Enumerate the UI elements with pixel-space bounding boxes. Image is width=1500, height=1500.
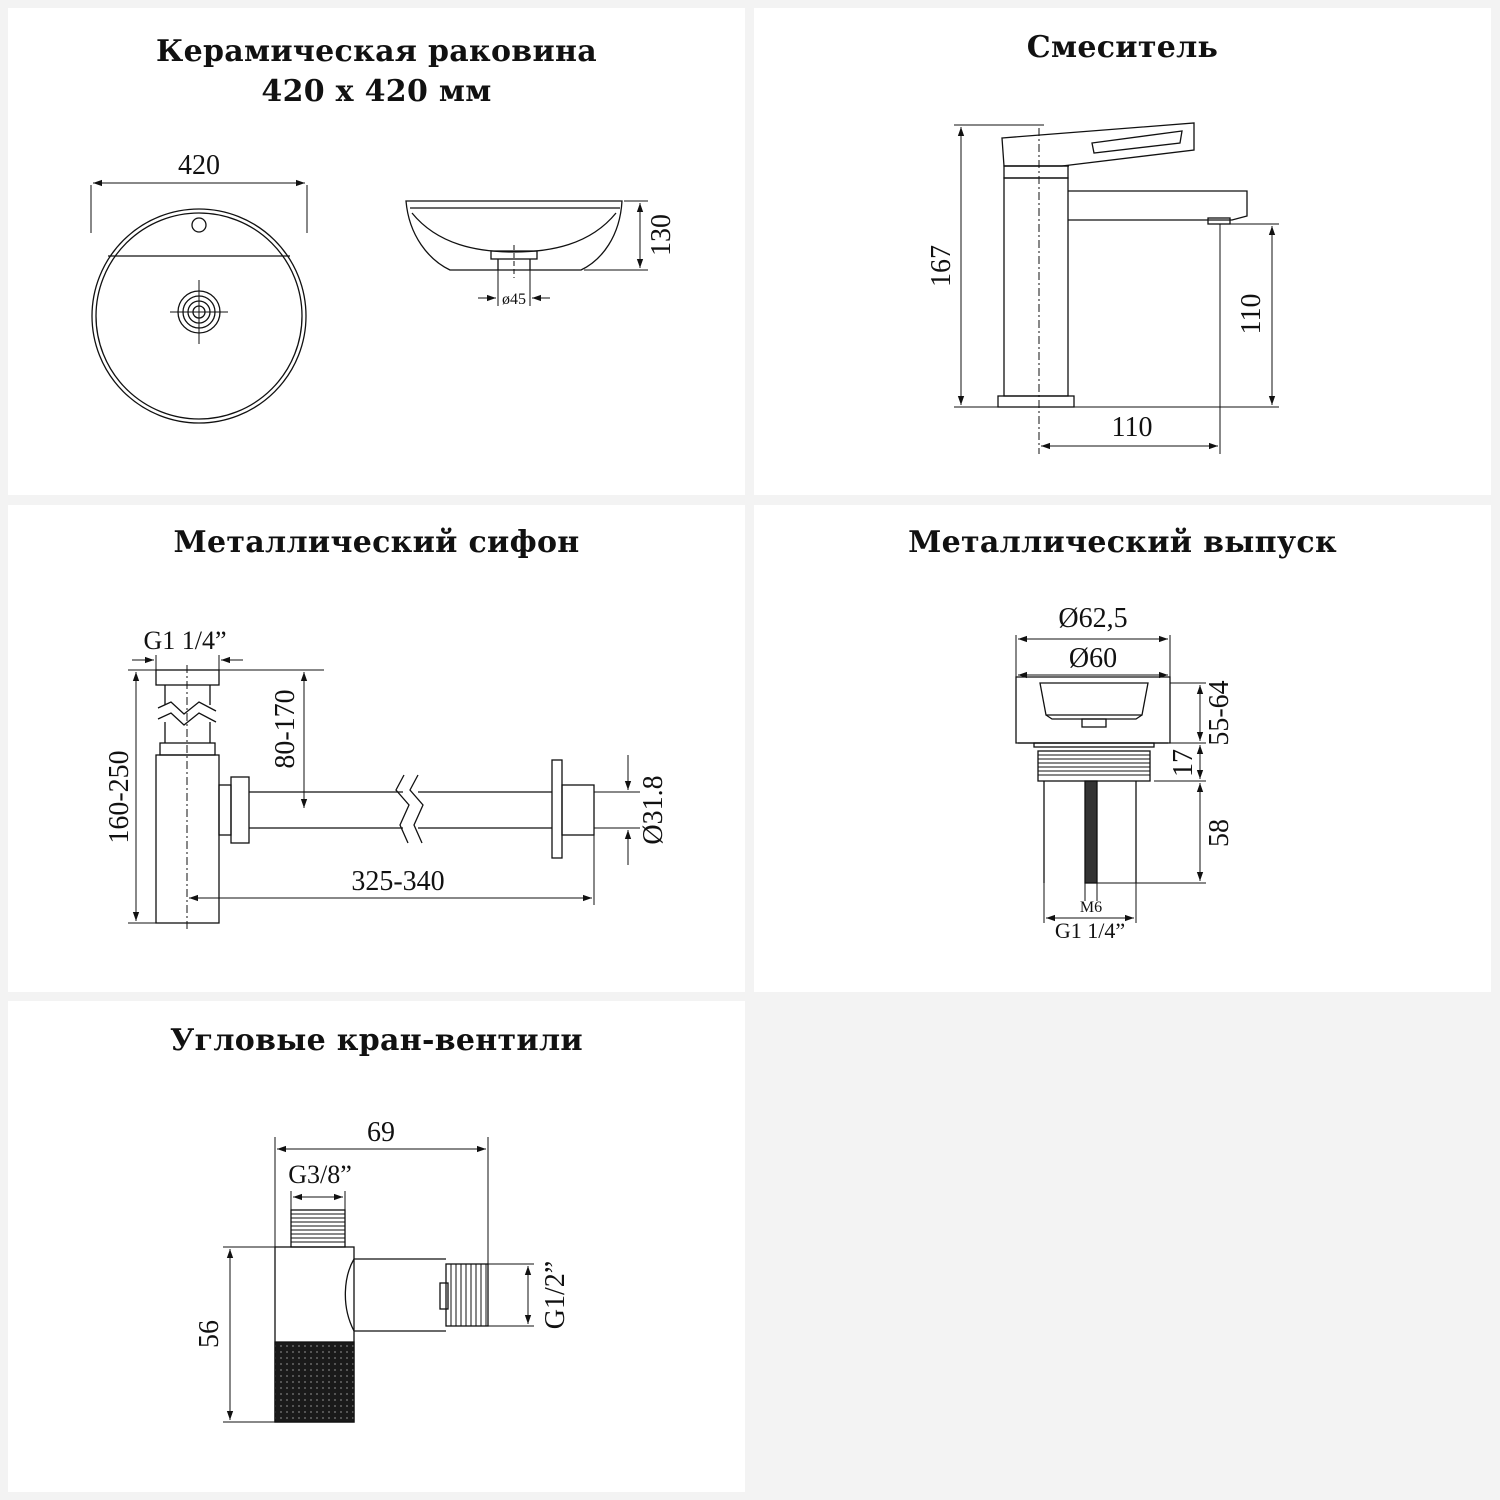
faucet-body	[997, 122, 1248, 454]
siphon-title: Металлический сифон	[173, 525, 580, 560]
sink-dim-drain: ø45	[502, 291, 526, 308]
sink-drawing: 420 130 ø45	[90, 150, 677, 424]
siphon-dim-outlet-diameter: Ø31.8	[638, 775, 669, 844]
drain-dim-range: 55-64	[1204, 680, 1235, 745]
siphon-dim-thread: G1 1/4”	[143, 626, 226, 655]
sink-top-view	[90, 179, 308, 424]
valve-dim-width: 69	[367, 1117, 395, 1148]
faucet-panel: Смеситель 167 110	[754, 8, 1491, 495]
faucet-dim-total-height: 167	[926, 245, 957, 287]
drain-drawing: Ø62,5 Ø60 55-64 17 58 M6 G1 1/4”	[1015, 603, 1235, 943]
siphon-body	[155, 665, 595, 931]
sink-side-view	[405, 200, 648, 306]
drain-panel: Металлический выпуск	[754, 505, 1491, 992]
sink-dim-height: 130	[646, 214, 677, 256]
valve-body	[274, 1209, 489, 1423]
valve-drawing: 69 G3/8” 56 G1/2”	[194, 1117, 571, 1423]
siphon-dim-height-range: 160-250	[104, 750, 135, 843]
sink-panel: Керамическая раковина 420 x 420 мм	[8, 8, 745, 495]
drain-dim-body: 58	[1204, 819, 1235, 847]
drain-body	[1015, 676, 1171, 884]
drain-dim-collar: 17	[1168, 749, 1199, 777]
sink-dim-width: 420	[178, 150, 220, 181]
sink-title: Керамическая раковина 420 x 420 мм	[8, 32, 745, 112]
drain-dim-outer-diameter: Ø62,5	[1058, 603, 1127, 634]
siphon-panel: Металлический сифон	[8, 505, 745, 992]
valve-dim-side-thread: G1/2”	[540, 1261, 571, 1329]
siphon-drawing: G1 1/4” 160-250 80-170 325-340 Ø31.8	[104, 626, 669, 931]
faucet-dim-spout-reach: 110	[1112, 412, 1153, 443]
siphon-dim-upper-range: 80-170	[270, 689, 301, 768]
faucet-drawing: 167 110 110	[926, 122, 1279, 454]
drain-dim-bolt: M6	[1080, 899, 1102, 916]
valve-title: Угловые кран-вентили	[170, 1023, 583, 1058]
faucet-title: Смеситель	[1026, 30, 1219, 65]
drain-title: Металлический выпуск	[908, 525, 1337, 560]
siphon-dim-length-range: 325-340	[351, 866, 444, 897]
drain-dim-thread: G1 1/4”	[1055, 918, 1125, 943]
faucet-dim-spout-height: 110	[1236, 294, 1267, 335]
valve-dim-height: 56	[194, 1320, 225, 1348]
sink-title-line1: Керамическая раковина	[155, 34, 597, 69]
valve-dim-top-thread: G3/8”	[288, 1160, 352, 1189]
drain-dim-inner-diameter: Ø60	[1069, 643, 1117, 674]
valve-panel: Угловые кран-вентили	[8, 1001, 745, 1492]
sink-title-line2: 420 x 420 мм	[261, 74, 492, 109]
